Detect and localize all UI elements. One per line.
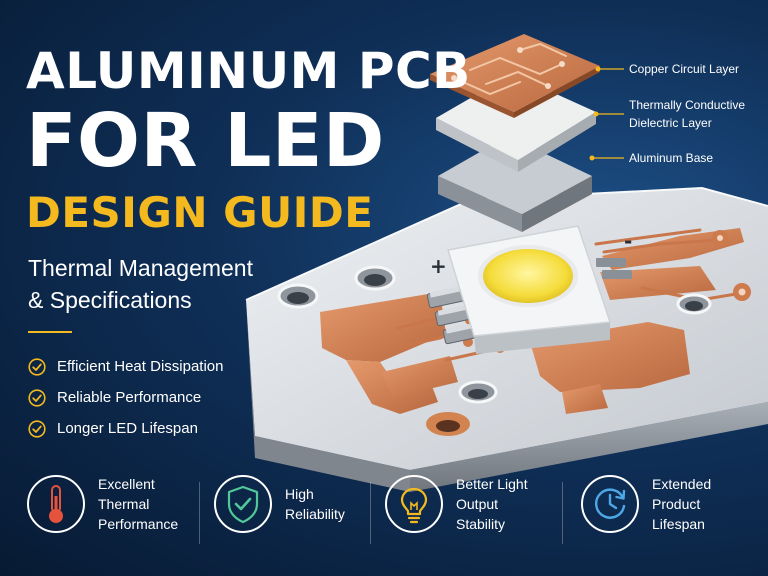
subtitle: Thermal Management & Specifications xyxy=(28,252,253,316)
feature-separator xyxy=(562,482,563,544)
feature-separator xyxy=(370,482,371,544)
benefit-list: Efficient Heat Dissipation Reliable Perf… xyxy=(28,351,223,444)
thermometer-icon xyxy=(27,475,85,533)
feature-reliability: High Reliability xyxy=(213,474,345,534)
feature-thermal: Excellent Thermal Performance xyxy=(26,474,178,534)
title-line-3: DESIGN GUIDE xyxy=(26,188,374,237)
benefit-item: Longer LED Lifespan xyxy=(28,413,223,444)
pcb-board: + - xyxy=(245,186,768,492)
title-line-2: FOR LED xyxy=(26,98,385,184)
subtitle-line-1: Thermal Management xyxy=(28,255,253,281)
layer-label-copper: Copper Circuit Layer xyxy=(629,62,740,76)
benefit-item: Efficient Heat Dissipation xyxy=(28,351,223,382)
benefit-item: Reliable Performance xyxy=(28,382,223,413)
layer-label-base: Aluminum Base xyxy=(629,151,714,165)
cob-led-package xyxy=(447,225,612,354)
feature-separator xyxy=(199,482,200,544)
polarity-plus: + xyxy=(430,254,447,278)
title-line-1: ALUMINUM PCB xyxy=(26,42,471,100)
aluminum-base-layer xyxy=(438,136,592,232)
shield-check-icon xyxy=(214,475,272,533)
polarity-minus: - xyxy=(624,229,632,253)
benefit-label: Efficient Heat Dissipation xyxy=(57,358,224,375)
feature-label: Excellent Thermal Performance xyxy=(98,476,179,532)
check-circle-icon xyxy=(28,419,46,438)
lightbulb-icon xyxy=(385,475,443,533)
subtitle-line-2: & Specifications xyxy=(28,287,192,313)
check-circle-icon xyxy=(28,388,46,407)
layer-label-dielectric: Thermally Conductive Dielectric Layer xyxy=(629,96,745,132)
layer-label-dielectric-line-2: Dielectric Layer xyxy=(629,116,712,130)
benefit-label: Reliable Performance xyxy=(57,389,202,406)
feature-label: Better Light Output Stability xyxy=(456,476,528,532)
feature-lifespan: Extended Product Lifespan xyxy=(580,474,711,534)
clock-refresh-icon xyxy=(581,475,639,533)
copper-circuit-layer xyxy=(430,34,600,118)
led-emitter xyxy=(483,249,573,303)
mounting-holes xyxy=(277,265,712,436)
feature-label: Extended Product Lifespan xyxy=(652,476,712,532)
check-circle-icon xyxy=(28,357,46,376)
benefit-label: Longer LED Lifespan xyxy=(57,420,198,437)
layer-label-dielectric-line-1: Thermally Conductive xyxy=(629,98,746,112)
layer-stack xyxy=(430,34,624,232)
accent-divider xyxy=(28,331,72,333)
feature-label: High Reliability xyxy=(285,486,345,522)
feature-light-output: Better Light Output Stability xyxy=(384,474,528,534)
